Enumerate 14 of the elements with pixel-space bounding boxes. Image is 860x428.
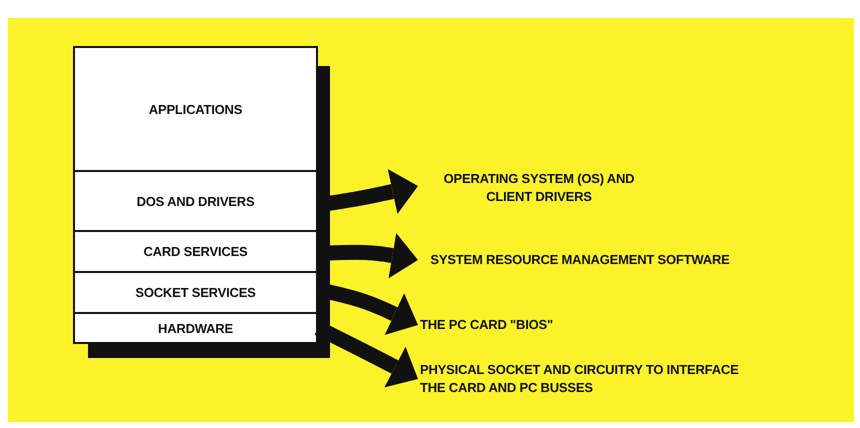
layer-box [73, 170, 318, 232]
layer-box [73, 46, 318, 172]
layer-label: CARD SERVICES [143, 244, 248, 259]
layer-label: APPLICATIONS [148, 102, 242, 116]
layer-label: HARDWARE [158, 320, 233, 336]
description-text: OPERATING SYSTEM (OS) AND CLIENT DRIVERS [442, 170, 636, 206]
layer-box [73, 312, 318, 344]
layer-box [73, 271, 318, 314]
layer-label: SOCKET SERVICES [135, 285, 256, 300]
description-text: PHYSICAL SOCKET AND CIRCUITRY TO INTERFACE THE CARD AND PC BUSSES [420, 361, 740, 397]
layer-box [73, 230, 318, 273]
description-text: THE PC CARD "BIOS" [420, 316, 553, 334]
layer-label: DOS AND DRIVERS [136, 194, 254, 208]
description-text: SYSTEM RESOURCE MANAGEMENT SOFTWARE [430, 251, 730, 269]
